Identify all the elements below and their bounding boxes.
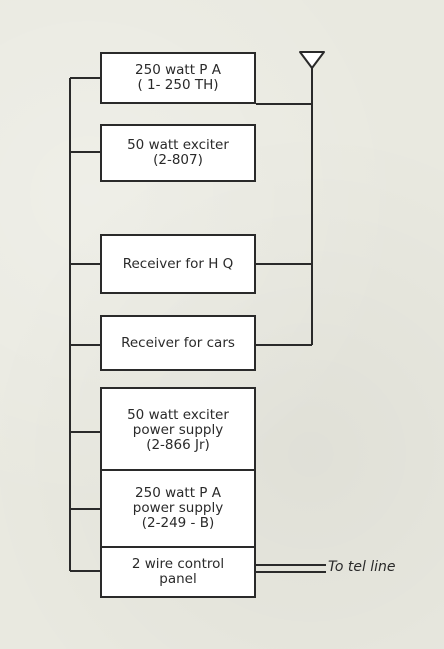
block-pa-power-supply: 250 watt P A power supply (2-249 - B) [100, 469, 256, 548]
block-line: (2-249 - B) [141, 515, 215, 531]
block-exciter-power-supply: 50 watt exciter power supply (2-866 Jr) [100, 387, 256, 473]
block-line: 250 watt P A [135, 62, 221, 78]
block-line: Receiver for H Q [122, 255, 234, 272]
block-line: panel [159, 571, 197, 587]
block-line: (2-807) [153, 152, 203, 168]
block-line: 2 wire control [131, 556, 225, 572]
block-line: 250 watt P A [135, 485, 221, 501]
block-line: 50 watt exciter [127, 137, 229, 153]
tel-line-label: To tel line [328, 559, 396, 575]
block-line: power supply [132, 421, 224, 438]
block-line: ( 1- 250 TH) [137, 77, 219, 93]
block-receiver-cars: Receiver for cars [100, 315, 256, 371]
block-line: 50 watt exciter [127, 406, 229, 423]
antenna-icon [299, 51, 325, 69]
block-line: Receiver for cars [121, 334, 235, 351]
block-receiver-hq: Receiver for H Q [100, 234, 256, 294]
block-control-panel: 2 wire control panel [100, 546, 256, 598]
block-50w-exciter: 50 watt exciter (2-807) [100, 124, 256, 182]
block-line: (2-866 Jr) [146, 436, 210, 453]
block-250w-pa: 250 watt P A ( 1- 250 TH) [100, 52, 256, 104]
block-line: power supply [132, 500, 224, 516]
